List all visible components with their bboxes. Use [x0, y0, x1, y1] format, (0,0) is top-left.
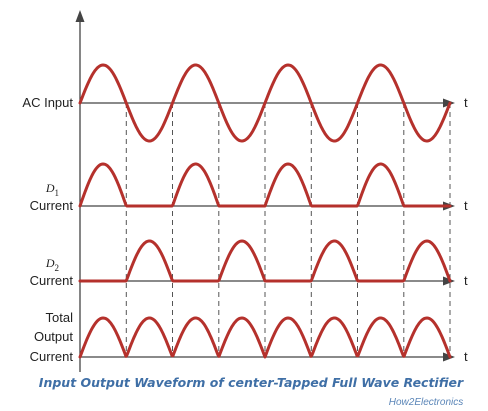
ac-input-t-label: t	[464, 95, 468, 110]
d1-label: D1	[45, 181, 59, 198]
row-d1-current: t D1 Current	[30, 162, 468, 213]
row-d2-current: t D2 Current	[30, 239, 468, 288]
ac-input-label: AC Input	[22, 95, 73, 110]
total-label-line-1: Total	[46, 310, 74, 325]
ac-input-waveform	[78, 63, 452, 143]
d1-current-label: Current	[30, 198, 74, 213]
y-axis-arrow	[75, 10, 85, 22]
row-ac-input: t AC Input	[22, 63, 468, 143]
total-label-line-2: Output	[34, 329, 73, 344]
d1-current-waveform	[78, 162, 452, 208]
total-output-t-label: t	[464, 349, 468, 364]
d1-current-t-label: t	[464, 198, 468, 213]
total-label-line-3: Current	[30, 349, 74, 364]
row-total-output-current: t Total Output Current	[30, 310, 468, 364]
d2-label: D2	[45, 256, 59, 273]
dashed-guide-lines	[125, 103, 451, 357]
watermark: How2Electronics	[389, 397, 463, 408]
d2-current-waveform	[78, 239, 452, 283]
diagram-caption: Input Output Waveform of center-Tapped F…	[39, 375, 464, 390]
total-output-waveform	[78, 316, 452, 359]
d2-current-label: Current	[30, 273, 74, 288]
d2-current-t-label: t	[464, 273, 468, 288]
